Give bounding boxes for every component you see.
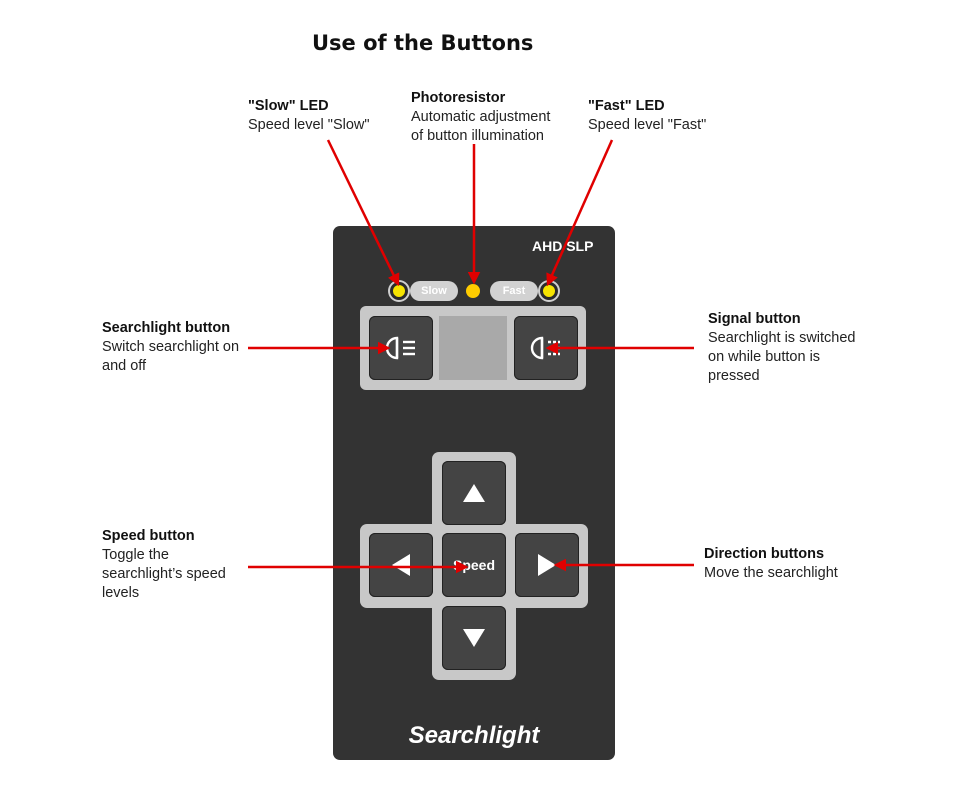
direction-buttons-heading: Direction buttons (704, 546, 825, 562)
speed-button-callout: Speed button Toggle the searchlight’s sp… (102, 527, 226, 603)
slow-led-heading: "Slow" LED (248, 98, 329, 114)
searchlight-button-callout: Searchlight button Switch searchlight on… (102, 319, 239, 376)
diagram-title: Use of the Buttons (312, 31, 534, 55)
brand-logo-text: Searchlight (408, 722, 540, 749)
searchlight-button-description-line1: Switch searchlight on (102, 339, 240, 355)
up-button[interactable] (442, 461, 506, 525)
direction-buttons-description: Move the searchlight (704, 565, 838, 581)
panel-window (439, 316, 507, 380)
searchlight-icon (385, 336, 415, 360)
photoresistor-description-line2: of button illumination (411, 128, 544, 144)
triangle-up-icon (463, 484, 485, 502)
signal-button-description-line3: pressed (708, 368, 760, 384)
speed-button-description-line1: Toggle the (102, 547, 169, 563)
fast-led-callout: "Fast" LED Speed level "Fast" (588, 97, 706, 135)
left-button[interactable] (369, 533, 433, 597)
slow-led-indicator (390, 282, 408, 300)
fast-led-description: Speed level "Fast" (588, 117, 707, 133)
speed-button-label: Speed (452, 557, 495, 573)
photoresistor-sensor (466, 284, 480, 298)
fast-label-pill: Fast (490, 281, 538, 301)
triangle-right-icon (538, 554, 556, 576)
model-label: AHD SLP (532, 238, 594, 254)
slow-led-description: Speed level "Slow" (248, 117, 370, 133)
signal-button[interactable] (514, 316, 578, 380)
searchlight-button[interactable] (369, 316, 433, 380)
signal-button-callout: Signal button Searchlight is switched on… (708, 310, 856, 386)
photoresistor-callout: Photoresistor Automatic adjustment of bu… (411, 89, 550, 146)
triangle-down-icon (463, 629, 485, 647)
signal-button-heading: Signal button (708, 311, 801, 327)
direction-buttons-callout: Direction buttons Move the searchlight (704, 545, 838, 583)
speed-button-description-line2: searchlight’s speed (102, 566, 226, 582)
searchlight-button-heading: Searchlight button (102, 320, 231, 336)
photoresistor-description-line1: Automatic adjustment (411, 109, 551, 125)
triangle-left-icon (392, 554, 410, 576)
signal-button-description-line1: Searchlight is switched (708, 330, 856, 346)
right-button[interactable] (515, 533, 579, 597)
fast-led-heading: "Fast" LED (588, 98, 665, 114)
searchlight-button-description-line2: and off (102, 358, 147, 374)
photoresistor-heading: Photoresistor (411, 90, 506, 106)
slow-led-callout: "Slow" LED Speed level "Slow" (248, 97, 370, 135)
speed-button[interactable]: Speed (442, 533, 506, 597)
fast-led-indicator (540, 282, 558, 300)
down-button[interactable] (442, 606, 506, 670)
signal-button-description-line2: on while button is (708, 349, 821, 365)
speed-button-description-line3: levels (102, 585, 140, 601)
signal-light-icon (530, 336, 560, 360)
speed-button-heading: Speed button (102, 528, 195, 544)
slow-label-pill: Slow (410, 281, 458, 301)
